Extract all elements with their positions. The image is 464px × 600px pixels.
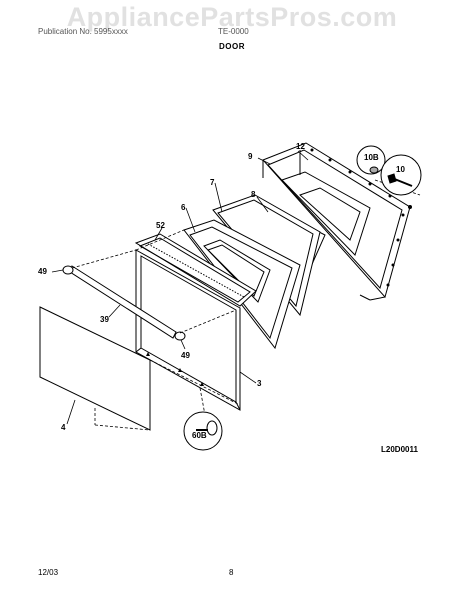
callout-49-right: 49	[181, 351, 190, 360]
nut-10b-bubble	[356, 145, 386, 175]
callout-8: 8	[251, 190, 256, 199]
outer-glass-part	[39, 306, 151, 431]
screw-60b-bubble	[183, 411, 223, 451]
callout-52: 52	[156, 221, 165, 230]
inner-liner-part	[262, 142, 412, 301]
publication-number: Publication No. 5995xxxx	[38, 27, 128, 36]
callout-6: 6	[181, 203, 186, 212]
callout-10: 10	[396, 165, 405, 174]
section-title: DOOR	[219, 42, 245, 51]
vent-trim-part	[134, 233, 257, 307]
footer-date: 12/03	[38, 568, 59, 577]
diagram-code: L20D0011	[381, 445, 418, 454]
watermark: AppliancePartsPros.com	[66, 2, 398, 32]
handle-end-cap-right	[174, 331, 186, 341]
page-number: 8	[229, 568, 234, 577]
callout-49-left: 49	[38, 267, 47, 276]
callout-12: 12	[296, 142, 305, 151]
callout-10b: 10B	[364, 153, 379, 162]
callout-7: 7	[210, 178, 215, 187]
model-number: TE-0000	[218, 27, 249, 36]
callout-9: 9	[248, 152, 253, 161]
callout-3: 3	[257, 379, 262, 388]
handle-part	[69, 265, 177, 339]
handle-end-cap-left	[62, 265, 74, 275]
callout-4: 4	[61, 423, 66, 432]
callout-39: 39	[100, 315, 109, 324]
screw-10-bubble	[380, 154, 422, 196]
callout-60b: 60B	[192, 431, 207, 440]
